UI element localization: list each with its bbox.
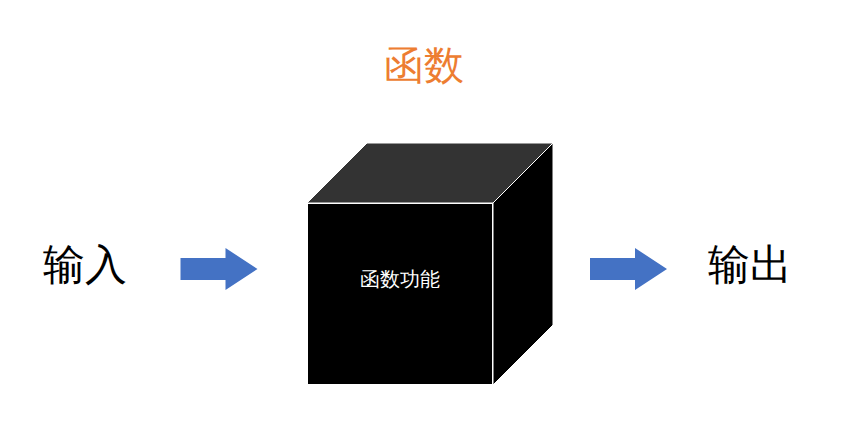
node-text: 输入 (43, 237, 127, 293)
node-text: 函数功能 (360, 266, 440, 293)
function-cube: 函数功能 (307, 203, 493, 385)
cube-side (493, 143, 553, 385)
output-label: 输出 (704, 235, 796, 295)
diagram-title: 函数 (0, 40, 848, 90)
node-text: 输出 (708, 237, 792, 293)
block-arrow (181, 248, 258, 290)
block-arrow (590, 248, 667, 290)
input-label: 输入 (39, 235, 131, 295)
